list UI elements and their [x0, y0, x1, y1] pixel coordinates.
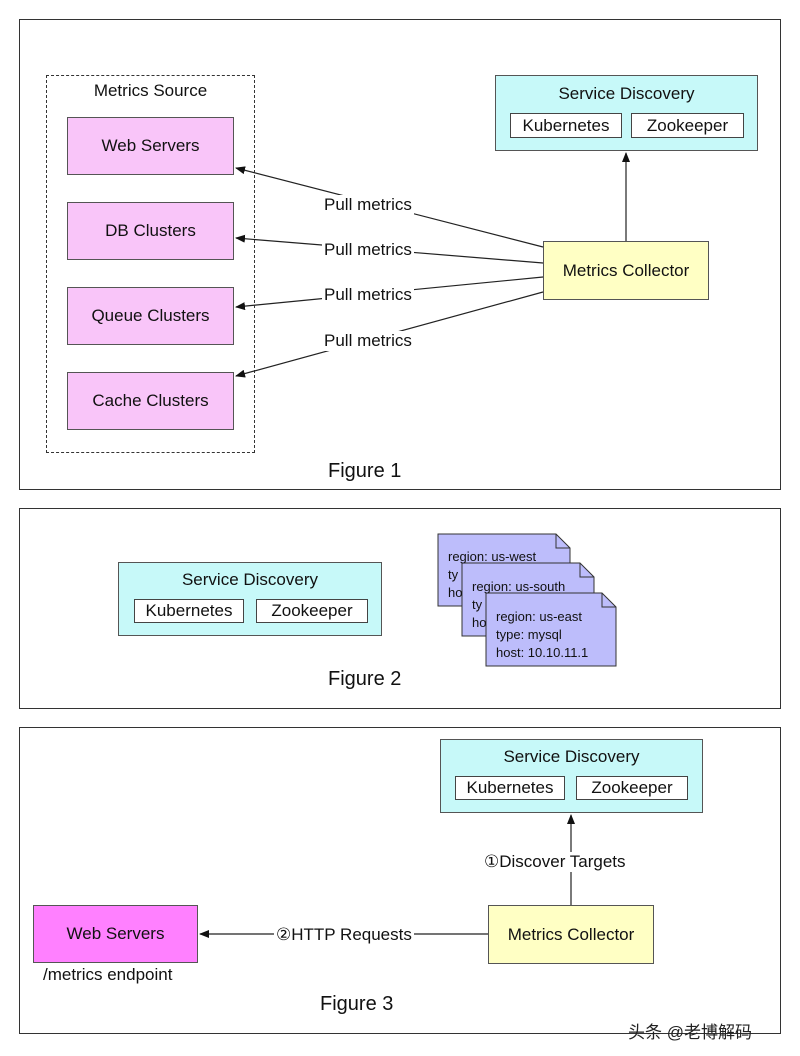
cache-clusters-box: Cache Clusters	[67, 372, 234, 430]
doc-west-line1: region: us-west	[448, 549, 537, 564]
figure2-caption: Figure 2	[328, 668, 402, 690]
zookeeper-box-3: Zookeeper	[576, 776, 688, 800]
watermark: 头条 @老博解码	[628, 1023, 752, 1042]
kubernetes-box-2: Kubernetes	[134, 599, 244, 623]
metrics-endpoint-label: /metrics endpoint	[43, 965, 173, 984]
http-requests-label: ②HTTP Requests	[274, 925, 414, 945]
target-doc-front	[485, 592, 617, 667]
db-clusters-box: DB Clusters	[67, 202, 234, 260]
metrics-collector-box-1: Metrics Collector	[543, 241, 709, 300]
queue-clusters-box: Queue Clusters	[67, 287, 234, 345]
discover-targets-label: ①Discover Targets	[482, 852, 628, 872]
metrics-source-title: Metrics Source	[93, 81, 208, 100]
web-servers-box-3: Web Servers	[33, 905, 198, 963]
pull-label-1: Pull metrics	[322, 195, 414, 215]
zookeeper-box-1: Zookeeper	[631, 113, 744, 138]
doc-west-line3: ho	[448, 585, 463, 600]
kubernetes-box-3: Kubernetes	[455, 776, 565, 800]
kubernetes-box-1: Kubernetes	[510, 113, 622, 138]
service-discovery-title-1: Service Discovery	[558, 84, 695, 103]
pull-label-4: Pull metrics	[322, 331, 414, 351]
doc-east-line3: host: 10.10.11.1	[496, 645, 589, 660]
doc-west-line2: ty	[448, 567, 459, 582]
doc-south-line1: region: us-south	[472, 579, 566, 594]
doc-south-line3: ho	[472, 615, 487, 630]
doc-east-line2: type: mysql	[496, 627, 562, 642]
zookeeper-box-2: Zookeeper	[256, 599, 368, 623]
doc-east-line1: region: us-east	[496, 609, 582, 624]
figure1-caption: Figure 1	[328, 460, 402, 482]
pull-label-3: Pull metrics	[322, 285, 414, 305]
pull-label-2: Pull metrics	[322, 240, 414, 260]
service-discovery-title-2: Service Discovery	[181, 570, 319, 589]
service-discovery-title-3: Service Discovery	[503, 747, 640, 766]
web-servers-box: Web Servers	[67, 117, 234, 175]
metrics-collector-box-3: Metrics Collector	[488, 905, 654, 964]
doc-south-line2: ty	[472, 597, 483, 612]
metrics-source-group	[46, 75, 255, 453]
figure3-caption: Figure 3	[320, 993, 394, 1015]
